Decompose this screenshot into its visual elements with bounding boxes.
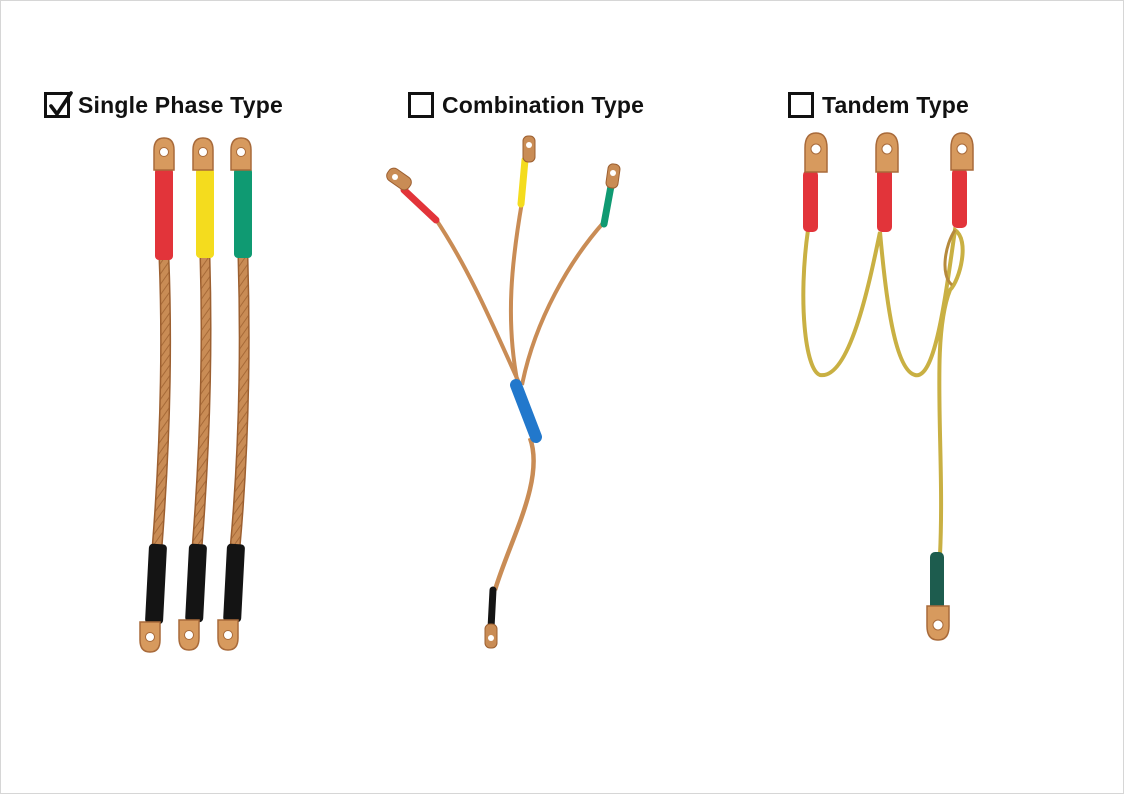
combination-cable bbox=[386, 135, 621, 649]
option-label: Single Phase Type bbox=[78, 91, 283, 118]
single-phase-cable-red bbox=[139, 137, 175, 653]
checkbox-empty-icon[interactable] bbox=[788, 92, 814, 118]
single-phase-cable-green bbox=[217, 137, 252, 651]
option-tandem[interactable]: Tandem Type bbox=[788, 88, 969, 122]
tandem-cable bbox=[801, 132, 974, 641]
option-single-phase[interactable]: Single Phase Type bbox=[44, 88, 283, 122]
combination-lug bbox=[386, 135, 621, 649]
option-combination[interactable]: Combination Type bbox=[408, 88, 644, 122]
checkbox-empty-icon[interactable] bbox=[408, 92, 434, 118]
checkbox-checked-icon[interactable] bbox=[44, 91, 73, 118]
option-label: Tandem Type bbox=[822, 91, 970, 118]
option-label: Combination Type bbox=[442, 91, 645, 118]
single-phase-cable-set bbox=[139, 137, 252, 653]
single-phase-cable-yellow bbox=[178, 137, 214, 651]
